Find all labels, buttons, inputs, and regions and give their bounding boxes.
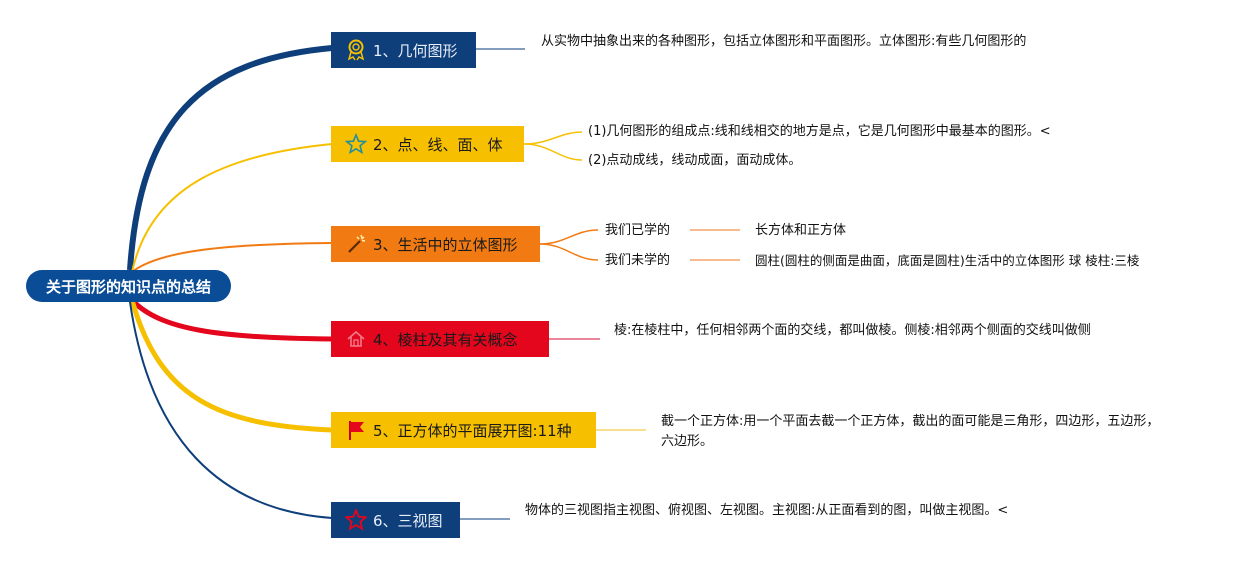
branch-node-6[interactable]: 6、三视图	[331, 502, 460, 538]
branch-label-4: 4、棱柱及其有关概念	[373, 330, 518, 349]
flag-icon	[345, 419, 367, 441]
branch-node-4[interactable]: 4、棱柱及其有关概念	[331, 321, 549, 357]
detail-text-2b: (2)点动成线，线动成面，面动成体。	[588, 153, 802, 168]
branch-node-1[interactable]: 1、几何图形	[331, 32, 476, 68]
link-root-b2	[131, 143, 333, 273]
link-root-b6	[129, 301, 333, 519]
magic-wand-icon	[345, 233, 367, 255]
detail-text-2a: (1)几何图形的组成点:线和线相交的地方是点，它是几何图形中最基本的图形。<	[588, 124, 1051, 139]
link-root-b5	[129, 299, 333, 433]
root-label: 关于图形的知识点的总结	[45, 277, 211, 296]
detail-text-5: 截一个正方体:用一个平面去截一个正方体，截出的面可能是三角形，四边形，五边形，六…	[661, 414, 1160, 449]
detail-text-3a: 我们已学的	[605, 223, 671, 238]
detail-text-3a-child: 长方体和正方体	[755, 223, 847, 238]
detail-text-3b-child: 圆柱(圆柱的侧面是曲面，底面是圆柱)生活中的立体图形 球 棱柱:三棱	[755, 253, 1140, 268]
star-outline-icon	[345, 133, 367, 155]
link-b3-detail-b	[539, 243, 599, 261]
star-red-icon	[345, 508, 367, 531]
branch-node-3[interactable]: 3、生活中的立体图形	[331, 226, 540, 262]
branch-label-5: 5、正方体的平面展开图:11种	[373, 421, 572, 440]
branch-node-2[interactable]: 2、点、线、面、体	[331, 126, 524, 162]
link-root-b4	[130, 298, 333, 342]
ribbon-award-icon	[345, 39, 367, 61]
branch-node-5[interactable]: 5、正方体的平面展开图:11种	[331, 412, 596, 448]
link-b3-detail-a	[539, 229, 599, 245]
detail-text-3b: 我们未学的	[605, 253, 671, 268]
link-root-b3	[131, 242, 333, 273]
detail-text-6: 物体的三视图指主视图、俯视图、左视图。主视图:从正面看到的图，叫做主视图。<	[525, 503, 1009, 518]
branch-label-3: 3、生活中的立体图形	[373, 235, 518, 254]
link-root-b1	[127, 45, 333, 271]
root-node[interactable]: 关于图形的知识点的总结	[26, 270, 231, 302]
link-b2-detail-a	[523, 131, 583, 145]
branch-label-1: 1、几何图形	[373, 41, 458, 60]
detail-text-4: 棱:在棱柱中，任何相邻两个面的交线，都叫做棱。侧棱:相邻两个侧面的交线叫做侧	[614, 323, 1091, 338]
branch-label-6: 6、三视图	[373, 511, 443, 530]
link-b2-detail-b	[523, 143, 583, 161]
detail-text-1: 从实物中抽象出来的各种图形，包括立体图形和平面图形。立体图形:有些几何图形的	[541, 34, 1027, 49]
house-icon	[345, 328, 367, 350]
branch-label-2: 2、点、线、面、体	[373, 135, 503, 154]
